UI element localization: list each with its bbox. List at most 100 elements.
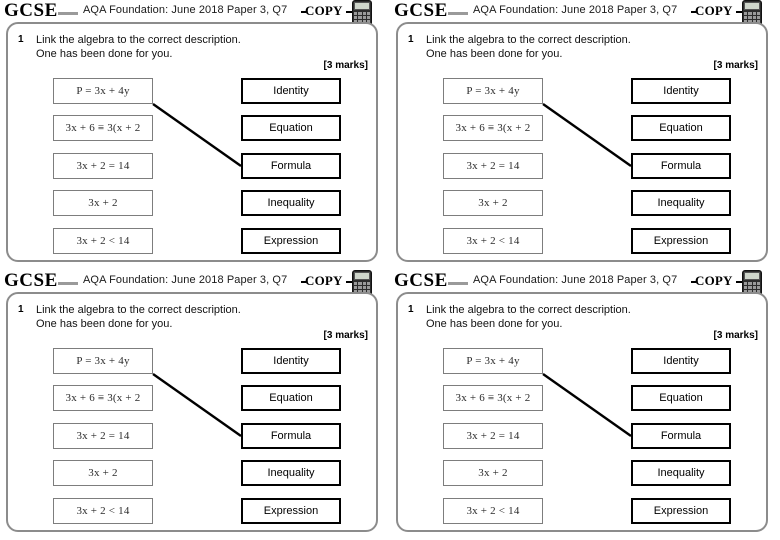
question-card: GCSE AQA Foundation: June 2018 Paper 3, … bbox=[0, 0, 390, 270]
copy-dash-left bbox=[301, 11, 306, 13]
algebra-box[interactable]: P = 3x + 4y bbox=[443, 348, 543, 374]
matching-area: P = 3x + 4y 3x + 6 ≡ 3(x + 2 3x + 2 = 14… bbox=[398, 348, 770, 534]
description-box[interactable]: Inequality bbox=[241, 190, 341, 216]
question-panel: 1 Link the algebra to the correct descri… bbox=[6, 292, 378, 532]
question-line-1: Link the algebra to the correct descript… bbox=[36, 34, 241, 46]
algebra-box[interactable]: 3x + 2 < 14 bbox=[443, 228, 543, 254]
marks-label: [3 marks] bbox=[323, 60, 368, 71]
question-line-1: Link the algebra to the correct descript… bbox=[426, 304, 631, 316]
question-number: 1 bbox=[408, 304, 414, 315]
question-panel: 1 Link the algebra to the correct descri… bbox=[6, 22, 378, 262]
algebra-box[interactable]: 3x + 6 ≡ 3(x + 2 bbox=[53, 115, 153, 141]
algebra-box[interactable]: P = 3x + 4y bbox=[53, 78, 153, 104]
header-divider-dash bbox=[58, 282, 78, 285]
calculator-screen bbox=[354, 2, 370, 10]
paper-title: AQA Foundation: June 2018 Paper 3, Q7 bbox=[473, 274, 678, 286]
copy-label: COPY bbox=[305, 273, 343, 288]
card-header: GCSE AQA Foundation: June 2018 Paper 3, … bbox=[390, 0, 780, 33]
copy-dash-left bbox=[691, 281, 696, 283]
question-number: 1 bbox=[18, 304, 24, 315]
copy-label: COPY bbox=[305, 3, 343, 18]
algebra-box[interactable]: 3x + 2 < 14 bbox=[53, 228, 153, 254]
algebra-box[interactable]: 3x + 2 < 14 bbox=[443, 498, 543, 524]
question-line-2: One has been done for you. bbox=[36, 48, 173, 60]
algebra-box[interactable]: 3x + 2 bbox=[53, 190, 153, 216]
marks-label: [3 marks] bbox=[323, 330, 368, 341]
algebra-box[interactable]: 3x + 2 < 14 bbox=[53, 498, 153, 524]
question-text: Link the algebra to the correct descript… bbox=[426, 303, 631, 331]
calculator-screen bbox=[744, 2, 760, 10]
algebra-box[interactable]: P = 3x + 4y bbox=[443, 78, 543, 104]
copy-dash-right bbox=[346, 281, 352, 283]
card-header: GCSE AQA Foundation: June 2018 Paper 3, … bbox=[0, 270, 390, 303]
description-box[interactable]: Formula bbox=[631, 423, 731, 449]
description-box[interactable]: Identity bbox=[631, 348, 731, 374]
matching-area: P = 3x + 4y 3x + 6 ≡ 3(x + 2 3x + 2 = 14… bbox=[8, 348, 380, 534]
algebra-box[interactable]: P = 3x + 4y bbox=[53, 348, 153, 374]
description-box[interactable]: Expression bbox=[241, 228, 341, 254]
description-box[interactable]: Formula bbox=[241, 153, 341, 179]
description-box[interactable]: Inequality bbox=[631, 190, 731, 216]
matching-area: P = 3x + 4y 3x + 6 ≡ 3(x + 2 3x + 2 = 14… bbox=[8, 78, 380, 264]
question-line-2: One has been done for you. bbox=[426, 318, 563, 330]
paper-title: AQA Foundation: June 2018 Paper 3, Q7 bbox=[83, 274, 288, 286]
algebra-box[interactable]: 3x + 2 bbox=[53, 460, 153, 486]
question-card: GCSE AQA Foundation: June 2018 Paper 3, … bbox=[390, 270, 780, 540]
question-line-2: One has been done for you. bbox=[426, 48, 563, 60]
algebra-box[interactable]: 3x + 6 ≡ 3(x + 2 bbox=[53, 385, 153, 411]
calculator-screen bbox=[354, 272, 370, 280]
brand-label: GCSE bbox=[4, 0, 58, 21]
question-text: Link the algebra to the correct descript… bbox=[36, 33, 241, 61]
description-box[interactable]: Expression bbox=[241, 498, 341, 524]
matching-area: P = 3x + 4y 3x + 6 ≡ 3(x + 2 3x + 2 = 14… bbox=[398, 78, 770, 264]
algebra-box[interactable]: 3x + 2 = 14 bbox=[443, 423, 543, 449]
copy-label: COPY bbox=[695, 3, 733, 18]
copy-label: COPY bbox=[695, 273, 733, 288]
marks-label: [3 marks] bbox=[713, 330, 758, 341]
algebra-box[interactable]: 3x + 6 ≡ 3(x + 2 bbox=[443, 385, 543, 411]
copy-dash-right bbox=[736, 11, 742, 13]
algebra-box[interactable]: 3x + 2 = 14 bbox=[53, 153, 153, 179]
question-number: 1 bbox=[408, 34, 414, 45]
question-card: GCSE AQA Foundation: June 2018 Paper 3, … bbox=[390, 0, 780, 270]
description-box[interactable]: Formula bbox=[631, 153, 731, 179]
description-box[interactable]: Inequality bbox=[241, 460, 341, 486]
card-header: GCSE AQA Foundation: June 2018 Paper 3, … bbox=[390, 270, 780, 303]
question-card: GCSE AQA Foundation: June 2018 Paper 3, … bbox=[0, 270, 390, 540]
algebra-box[interactable]: 3x + 6 ≡ 3(x + 2 bbox=[443, 115, 543, 141]
algebra-box[interactable]: 3x + 2 bbox=[443, 190, 543, 216]
copy-dash-right bbox=[736, 281, 742, 283]
algebra-box[interactable]: 3x + 2 = 14 bbox=[53, 423, 153, 449]
description-box[interactable]: Identity bbox=[631, 78, 731, 104]
header-divider-dash bbox=[58, 12, 78, 15]
header-divider-dash bbox=[448, 282, 468, 285]
paper-title: AQA Foundation: June 2018 Paper 3, Q7 bbox=[83, 4, 288, 16]
description-box[interactable]: Equation bbox=[241, 385, 341, 411]
description-box[interactable]: Equation bbox=[631, 385, 731, 411]
description-box[interactable]: Identity bbox=[241, 78, 341, 104]
header-divider-dash bbox=[448, 12, 468, 15]
description-box[interactable]: Equation bbox=[631, 115, 731, 141]
question-line-1: Link the algebra to the correct descript… bbox=[36, 304, 241, 316]
copy-dash-right bbox=[346, 11, 352, 13]
question-line-2: One has been done for you. bbox=[36, 318, 173, 330]
description-box[interactable]: Inequality bbox=[631, 460, 731, 486]
question-text: Link the algebra to the correct descript… bbox=[426, 33, 631, 61]
description-box[interactable]: Formula bbox=[241, 423, 341, 449]
paper-title: AQA Foundation: June 2018 Paper 3, Q7 bbox=[473, 4, 678, 16]
question-number: 1 bbox=[18, 34, 24, 45]
question-text: Link the algebra to the correct descript… bbox=[36, 303, 241, 331]
brand-label: GCSE bbox=[394, 0, 448, 21]
description-box[interactable]: Identity bbox=[241, 348, 341, 374]
algebra-box[interactable]: 3x + 2 = 14 bbox=[443, 153, 543, 179]
question-panel: 1 Link the algebra to the correct descri… bbox=[396, 22, 768, 262]
brand-label: GCSE bbox=[4, 270, 58, 291]
question-line-1: Link the algebra to the correct descript… bbox=[426, 34, 631, 46]
algebra-box[interactable]: 3x + 2 bbox=[443, 460, 543, 486]
copy-dash-left bbox=[301, 281, 306, 283]
description-box[interactable]: Expression bbox=[631, 228, 731, 254]
question-panel: 1 Link the algebra to the correct descri… bbox=[396, 292, 768, 532]
description-box[interactable]: Expression bbox=[631, 498, 731, 524]
description-box[interactable]: Equation bbox=[241, 115, 341, 141]
